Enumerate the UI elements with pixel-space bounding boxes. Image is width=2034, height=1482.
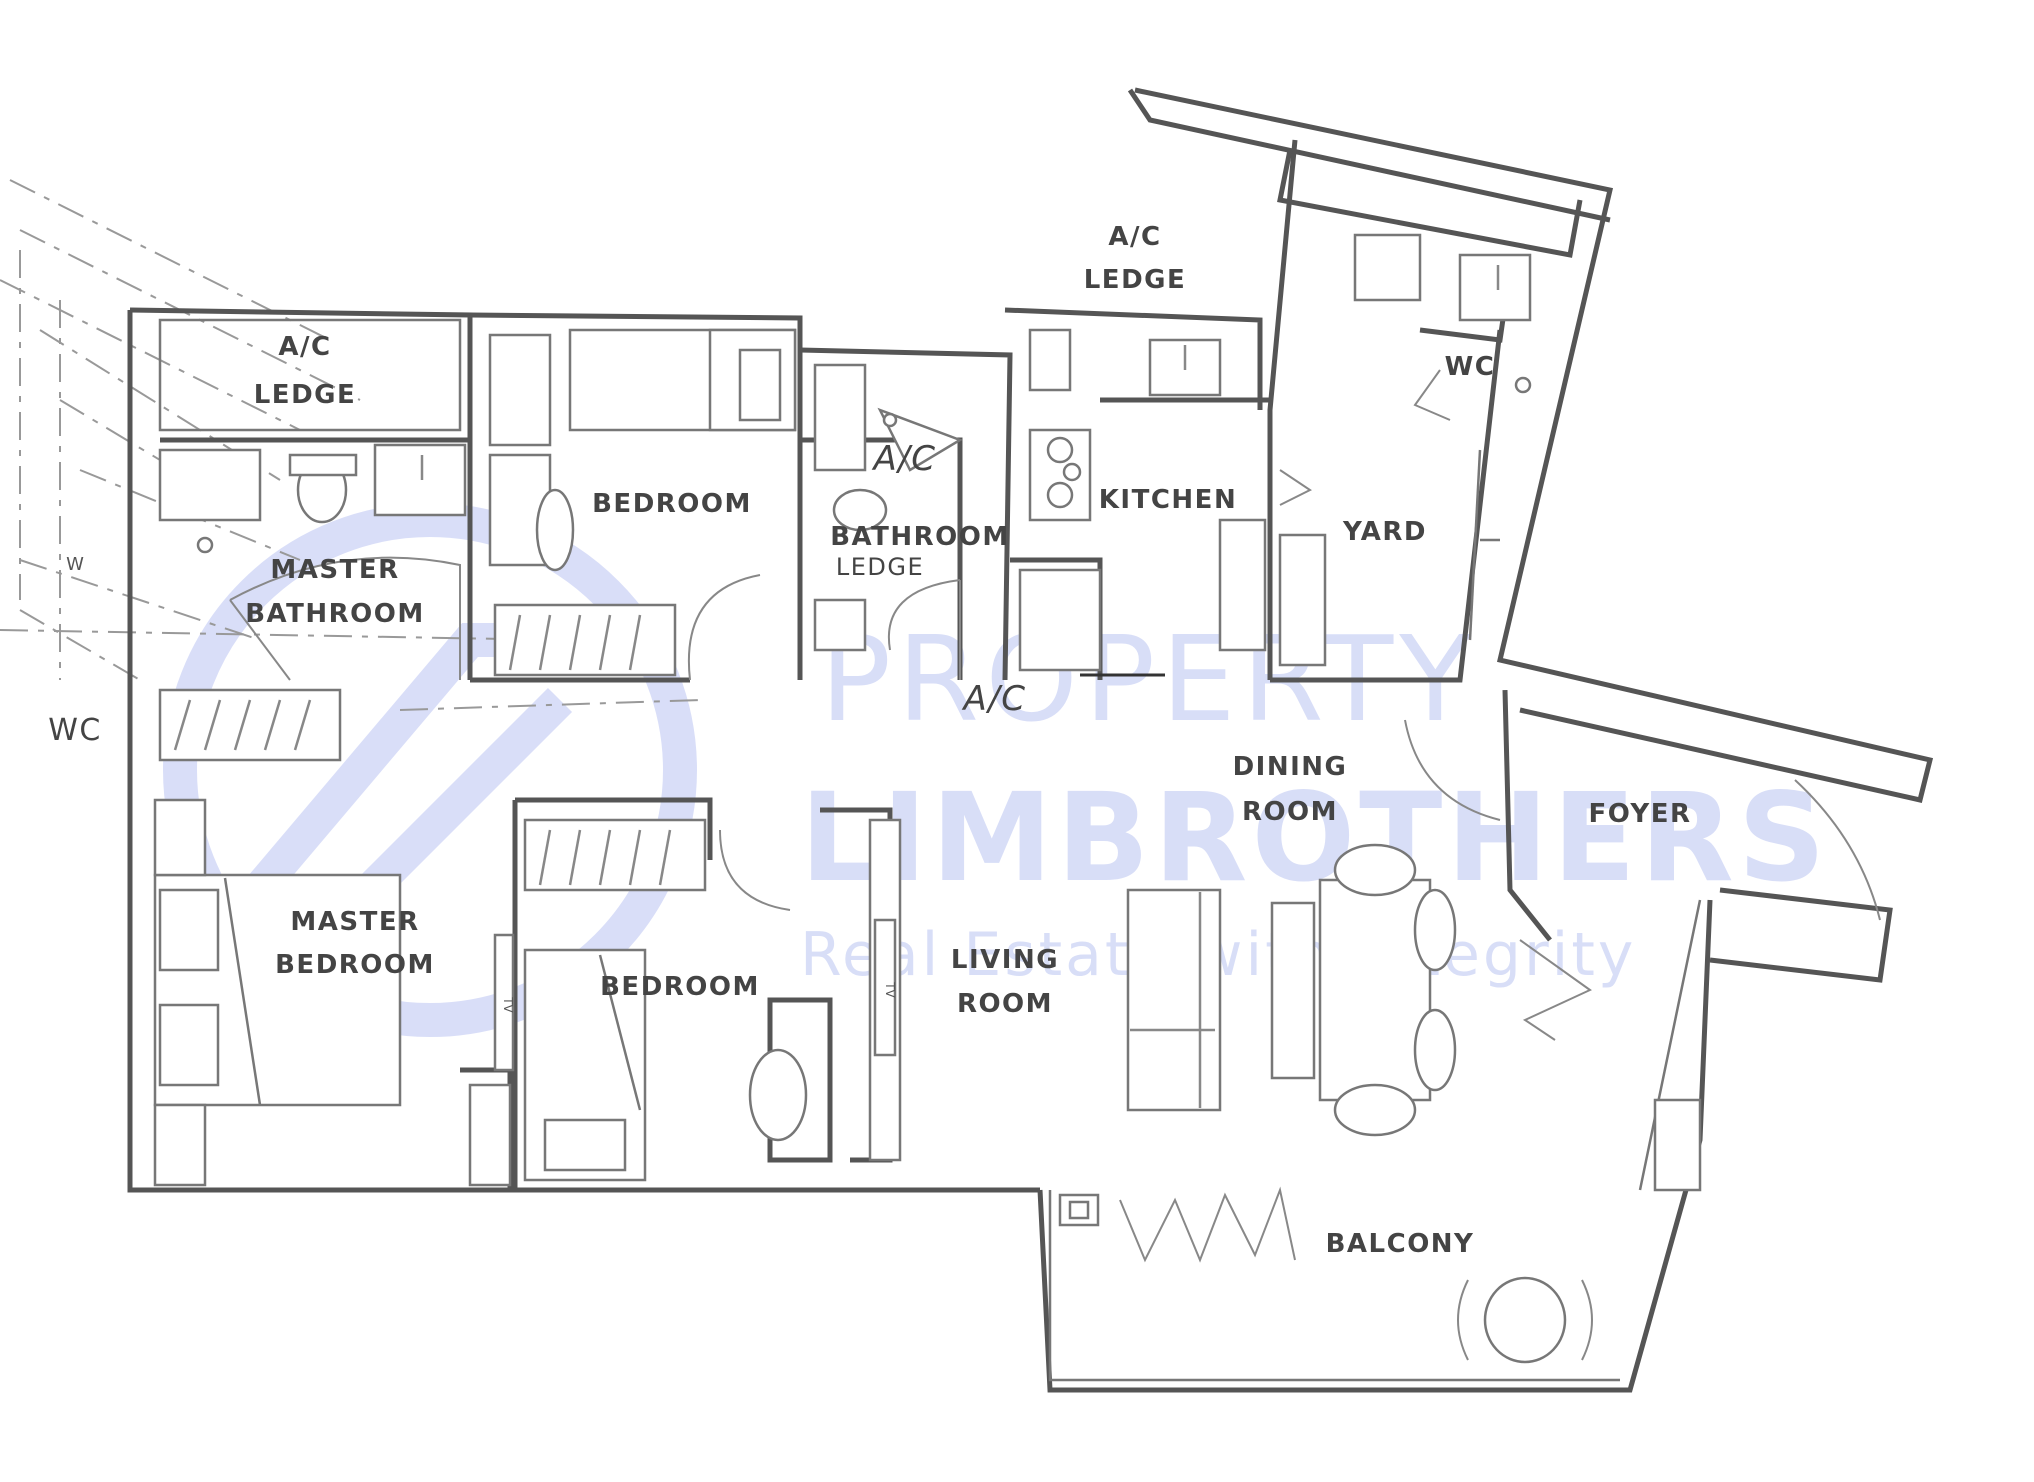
label-ac-mid: A/C: [872, 439, 937, 479]
balcony-table-icon: [1483, 1276, 1567, 1364]
balcony-fixtures: [1058, 1098, 1702, 1364]
dining-table-icon: [1318, 878, 1432, 1102]
label-wc-right: WC: [1445, 352, 1496, 382]
label-ac-lower: A/C: [962, 679, 1027, 719]
master-wardrobe-hatch: [173, 699, 312, 751]
yard-wc-fixtures: [1353, 233, 1532, 641]
label-foyer: FOYER: [1588, 799, 1691, 829]
basin-icon: [373, 443, 467, 517]
label-tv-left: TV: [501, 996, 515, 1013]
sofa-icon: [1126, 888, 1222, 1112]
label-ledge-mid: LEDGE: [836, 553, 924, 581]
label-living-1: LIVING: [951, 945, 1059, 975]
master-bedroom-fixtures: [153, 798, 515, 1187]
label-yard: YARD: [1342, 517, 1427, 547]
label-ac-ledge-left-1: A/C: [278, 332, 331, 362]
label-master-bedroom-1: MASTER: [290, 907, 419, 937]
master-bathroom-fixtures: [158, 443, 467, 762]
tv-console-left: [493, 933, 515, 1072]
outer-walls: [127, 87, 1934, 1393]
label-dining-2: ROOM: [1242, 797, 1338, 827]
bedroom-bottom-fixtures: [523, 818, 791, 1182]
bedroom-top-wardrobe-hatch: [508, 614, 642, 671]
label-master-bathroom-1: MASTER: [270, 555, 399, 585]
label-master-bathroom-2: BATHROOM: [245, 599, 425, 629]
label-ac-ledge-left-2: LEDGE: [254, 380, 357, 410]
bedroom-top-fixtures: [488, 328, 797, 681]
label-bedroom-top: BEDROOM: [592, 489, 752, 519]
bathroom-fixtures: [813, 363, 963, 680]
ac-ledge-left: [158, 318, 462, 432]
watermark-line2: LIMBROTHERS: [800, 767, 1830, 909]
dining-living-fixtures: [748, 719, 1881, 1162]
label-ac-ledge-top-1: A/C: [1108, 222, 1161, 252]
label-dining-1: DINING: [1233, 752, 1348, 782]
ghost-lines: [0, 179, 701, 711]
room-labels: A/C LEDGE A/C LEDGE BEDROOM A/C BATHROOM…: [48, 222, 1691, 1259]
kitchen-fixtures: [1018, 328, 1327, 677]
watermark-logo-ring: [163, 503, 697, 1037]
label-kitchen: KITCHEN: [1099, 485, 1237, 515]
label-ac-ledge-top-2: LEDGE: [1084, 265, 1187, 295]
label-wc-left: WC: [48, 713, 102, 748]
bedroom-bottom-wardrobe-hatch: [538, 829, 672, 886]
wc-right-basin-icon: [1458, 253, 1532, 322]
label-living-2: ROOM: [957, 989, 1053, 1019]
label-balcony: BALCONY: [1326, 1229, 1475, 1259]
label-tv-right: TV: [883, 981, 897, 998]
label-bathroom: BATHROOM: [830, 522, 1010, 552]
bench-icon: [1270, 901, 1316, 1080]
wc-toilet-icon-2: [813, 598, 867, 652]
label-w-mark: W: [66, 554, 84, 575]
label-master-bedroom-2: BEDROOM: [275, 950, 435, 980]
label-bedroom-bottom: BEDROOM: [600, 972, 760, 1002]
